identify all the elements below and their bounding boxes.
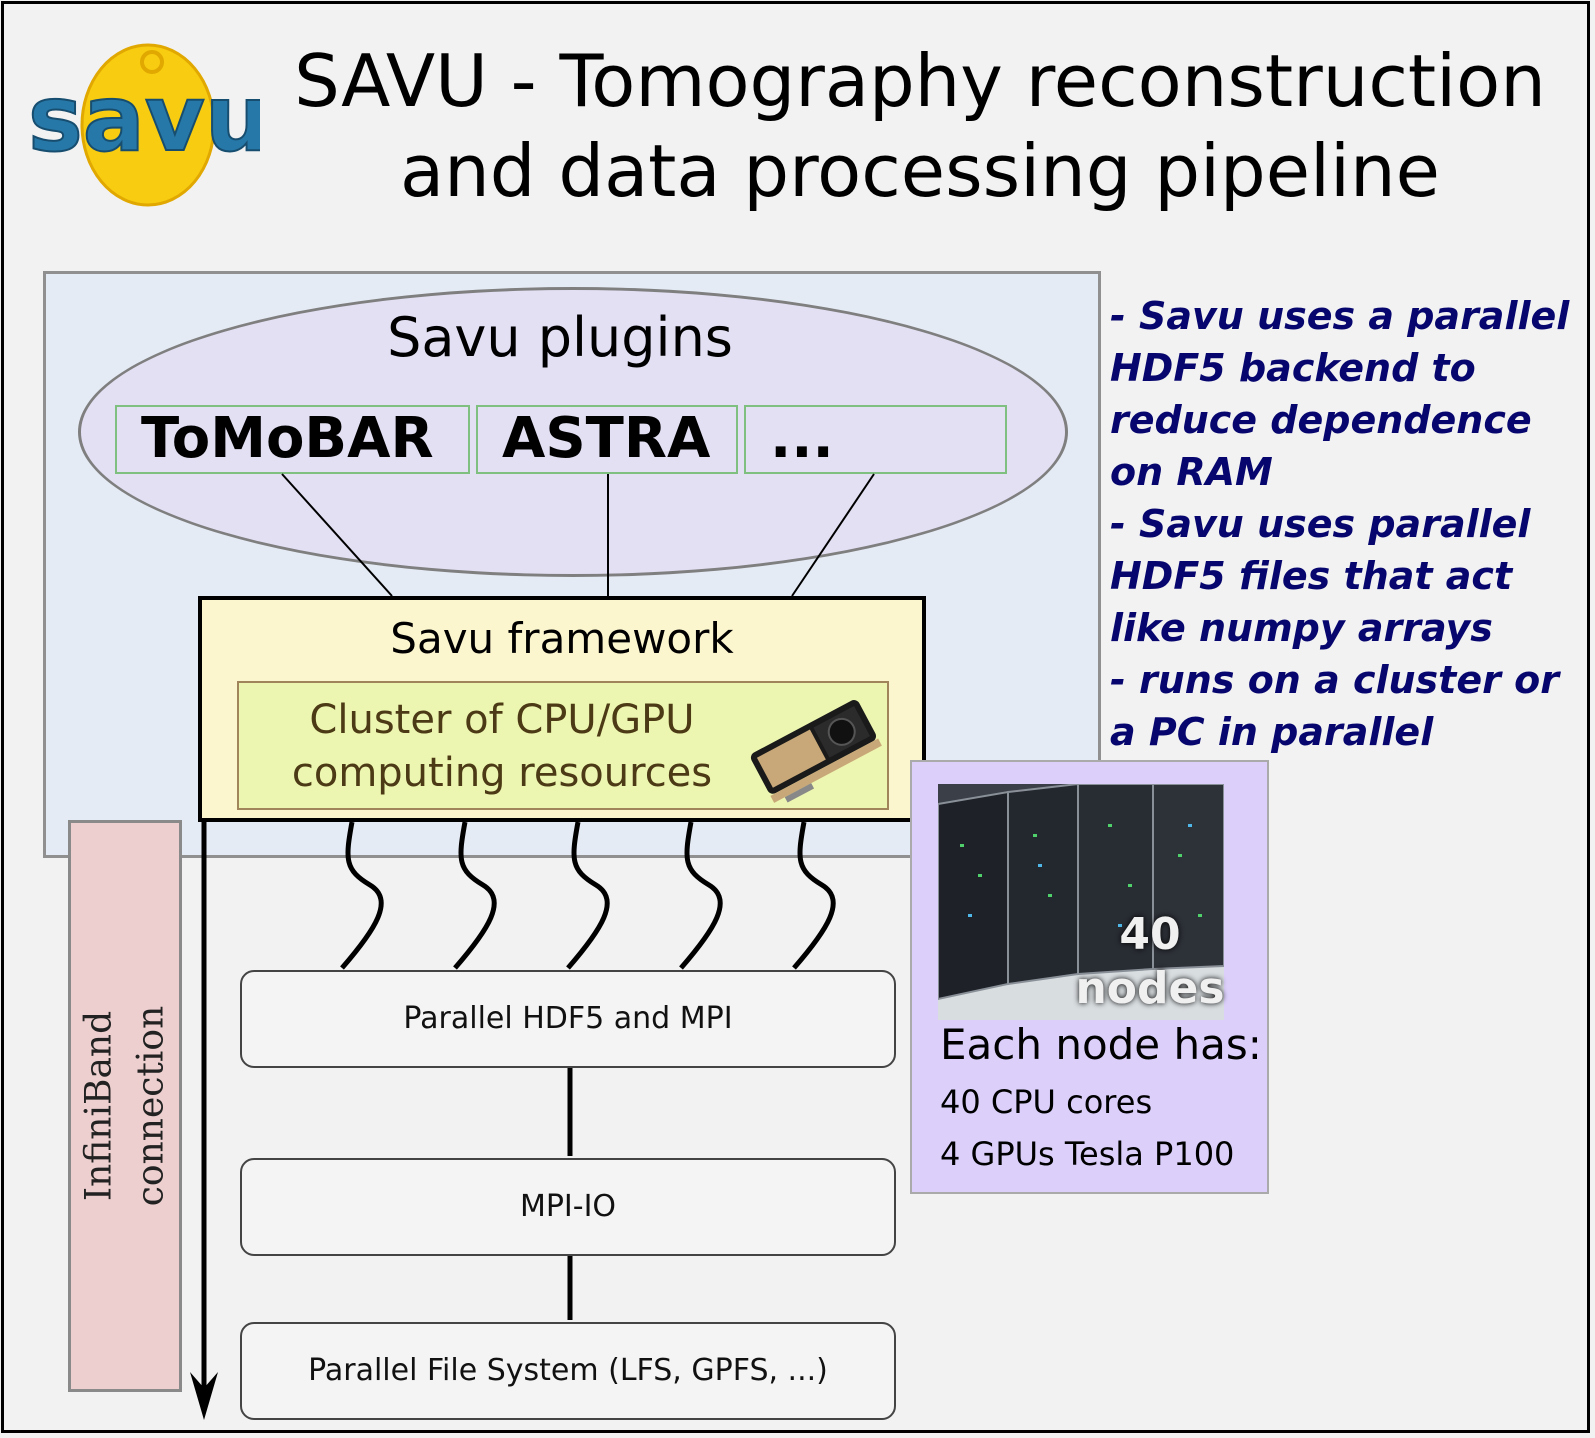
- plugin-astra: ASTRA: [476, 405, 738, 474]
- page-title: SAVU - Tomography reconstruction and dat…: [260, 36, 1580, 216]
- note-line: on RAM: [1110, 450, 1273, 494]
- logo-text: savu: [28, 65, 260, 172]
- plugin-more: ...: [744, 405, 1007, 474]
- stack-mpi-io: MPI-IO: [240, 1158, 896, 1256]
- gpu-card-icon: [750, 700, 882, 803]
- savu-logo: savu: [27, 43, 260, 207]
- note-line: - Savu uses parallel: [1110, 502, 1531, 546]
- nodes-unit: nodes: [1075, 963, 1225, 1014]
- node-spec-cpu: 40 CPU cores: [940, 1083, 1153, 1121]
- title-line-1: SAVU - Tomography reconstruction: [294, 39, 1546, 123]
- infiniband-bar: [68, 820, 182, 1392]
- stack-hdf5-mpi: Parallel HDF5 and MPI: [240, 970, 896, 1068]
- connector-more: [791, 473, 875, 597]
- logo-yellow-shape: [80, 43, 216, 207]
- plugin-tomobar: ToMoBAR: [115, 405, 470, 474]
- note-line: - Savu uses a parallel: [1110, 294, 1570, 338]
- title-line-2: and data processing pipeline: [400, 129, 1440, 213]
- io-wire-4: [679, 821, 723, 970]
- server-racks-icon: [938, 784, 1224, 1020]
- note-line: a PC in parallel: [1110, 710, 1434, 754]
- server-room-image: [938, 784, 1224, 1020]
- stack-parallel-fs: Parallel File System (LFS, GPFS, ...): [240, 1322, 896, 1420]
- note-line: HDF5 files that act: [1110, 554, 1513, 598]
- node-spec-gpu: 4 GPUs Tesla P100: [940, 1135, 1235, 1173]
- note-line: HDF5 backend to: [1110, 346, 1476, 390]
- io-wire-2: [453, 821, 497, 970]
- io-wires: [340, 821, 836, 970]
- note-line: reduce dependence: [1110, 398, 1532, 442]
- note-line: like numpy arrays: [1110, 606, 1493, 650]
- note-line: - runs on a cluster or: [1110, 658, 1559, 702]
- cluster-label: Cluster of CPU/GPU computing resources: [262, 694, 742, 800]
- plugins-label: Savu plugins: [387, 306, 733, 369]
- cluster-line-1: Cluster of CPU/GPU: [309, 697, 695, 743]
- cluster-line-2: computing resources: [291, 750, 713, 796]
- io-wire-5: [792, 821, 836, 970]
- framework-label: Savu framework: [390, 614, 734, 663]
- infiniband-arrow-head: [190, 1372, 218, 1420]
- each-node-heading: Each node has:: [940, 1020, 1262, 1069]
- nodes-count: 40: [1119, 909, 1181, 960]
- io-wire-3: [566, 821, 610, 970]
- connector-tomobar: [281, 473, 393, 597]
- nodes-count-label: 40 nodes: [1070, 908, 1230, 1016]
- feature-notes: - Savu uses a parallel HDF5 backend to r…: [1110, 290, 1595, 758]
- io-wire-1: [340, 821, 384, 970]
